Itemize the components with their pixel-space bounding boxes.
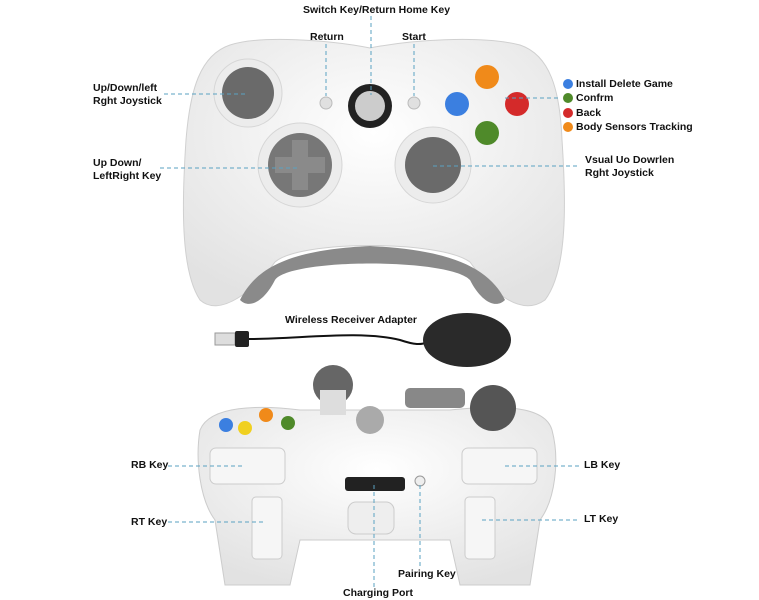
lt-key-label: LT Key (584, 513, 619, 525)
lb-key-label: LB Key (584, 459, 621, 471)
charging-port-label: Charging Port (343, 587, 413, 599)
leader-lines (160, 16, 580, 587)
green-dot-icon (563, 93, 573, 103)
pairing-key-label: Pairing Key (398, 568, 456, 580)
red-dot-icon (563, 108, 573, 118)
blue-dot-icon (563, 79, 573, 89)
y-button (475, 65, 499, 89)
legend-label: Body Sensors Tracking (576, 121, 693, 133)
b-button (505, 92, 529, 116)
return-button (319, 96, 333, 110)
right-joystick-label: Vsual Uo Dowrlen Rght Joystick (585, 154, 674, 179)
legend-label: Back (576, 107, 602, 119)
orange-dot-icon (563, 122, 573, 132)
right-joystick-label-line2: Rght Joystick (585, 166, 654, 179)
left-joystick-label: Up/Down/left Rght Joystick (93, 82, 162, 107)
charging-port (345, 477, 405, 491)
legend-item-back: Back (563, 107, 601, 119)
rb-key-label: RB Key (131, 459, 169, 471)
a-button (475, 121, 499, 145)
return-label: Return (310, 31, 344, 43)
rt-key-label: RT Key (131, 516, 168, 528)
rt-trigger (251, 496, 283, 560)
left-joystick-label-line2: Rght Joystick (93, 94, 162, 107)
lt-trigger (464, 496, 496, 560)
left-joystick-label-line1: Up/Down/left (93, 82, 158, 94)
dpad-label-line2: LeftRight Key (93, 169, 162, 182)
right-joystick-label-line1: Vsual Uo Dowrlen (585, 154, 675, 166)
legend-label: Confrm (576, 92, 614, 104)
controller-back (197, 365, 557, 586)
pairing-button (414, 475, 426, 487)
legend-item-install: Install Delete Game (563, 78, 673, 90)
receiver-label: Wireless Receiver Adapter (285, 314, 417, 326)
lb-bumper (461, 447, 538, 485)
rb-bumper (209, 447, 286, 485)
legend-label: Install Delete Game (576, 78, 673, 90)
x-button (445, 92, 469, 116)
legend-item-confirm: Confrm (563, 92, 613, 104)
home-key-label: Switch Key/Return Home Key (303, 4, 451, 16)
start-label: Start (402, 31, 426, 43)
legend-item-body-sensors: Body Sensors Tracking (563, 121, 693, 133)
wireless-receiver (214, 313, 511, 367)
dpad-label: Up Down/ LeftRight Key (93, 157, 161, 182)
dpad-label-line1: Up Down/ (93, 157, 142, 169)
start-button (407, 96, 421, 110)
controller-front (182, 38, 565, 307)
